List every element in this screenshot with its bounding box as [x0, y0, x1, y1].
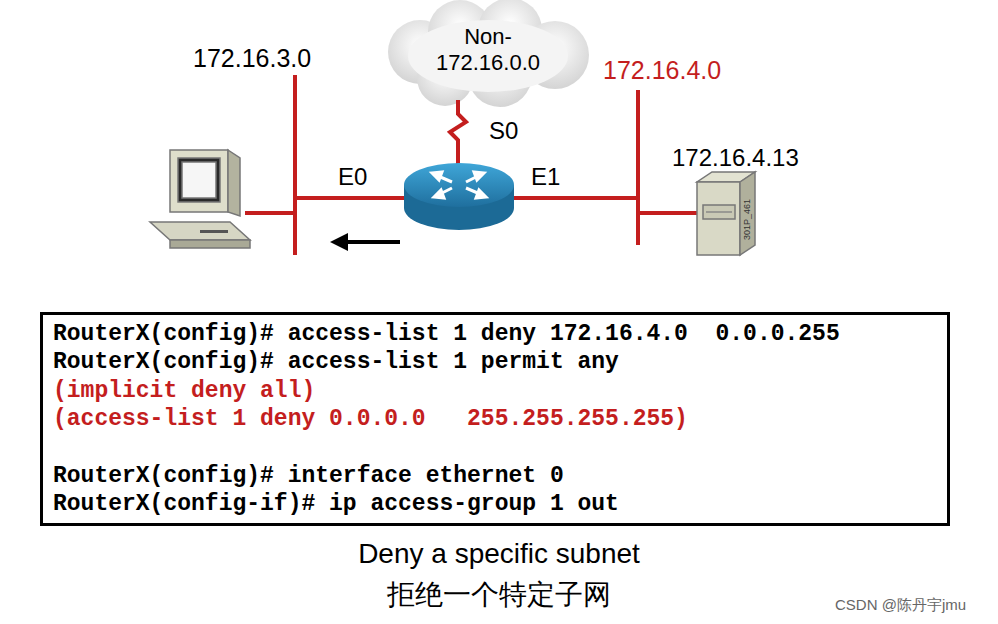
cloud-node: Non- 172.16.0.0	[425, 24, 551, 76]
interface-label: E0	[338, 163, 367, 191]
caption: Deny a specific subnet	[0, 538, 998, 570]
command-box: RouterX(config)# access-list 1 deny 172.…	[40, 312, 950, 526]
interface-label: E1	[531, 163, 560, 191]
server-icon	[697, 172, 755, 255]
command-line: (implicit deny all)	[53, 378, 315, 404]
pc-link	[245, 211, 295, 215]
command-line: RouterX(config)# access-list 1 permit an…	[53, 349, 619, 375]
serial-link	[450, 100, 466, 170]
command-line: RouterX(config-if)# ip access-group 1 ou…	[53, 491, 619, 517]
command-line: RouterX(config)# access-list 1 deny 172.…	[53, 321, 840, 347]
cloud-label: Non- 172.16.0.0	[425, 24, 551, 76]
e1-link	[505, 196, 638, 200]
command-line: (access-list 1 deny 0.0.0.0 255.255.255.…	[53, 406, 688, 432]
command-line: RouterX(config)# interface ethernet 0	[53, 463, 564, 489]
e0-link	[295, 196, 410, 200]
interface-label: S0	[489, 117, 518, 145]
watermark: CSDN @陈丹宇jmu	[835, 596, 966, 615]
subnet-label: 172.16.3.0	[193, 44, 311, 73]
cloud-shape	[388, 0, 589, 107]
lan-segment	[293, 75, 297, 255]
lan-segment	[636, 90, 640, 245]
pc-icon	[150, 150, 250, 248]
figure-id: 301P_461	[742, 199, 752, 240]
server-link	[638, 211, 697, 215]
traffic-arrow	[330, 233, 400, 251]
router-symbol	[404, 163, 514, 230]
subnet-label: 172.16.4.0	[603, 56, 721, 85]
host-label: 172.16.4.13	[672, 144, 799, 172]
